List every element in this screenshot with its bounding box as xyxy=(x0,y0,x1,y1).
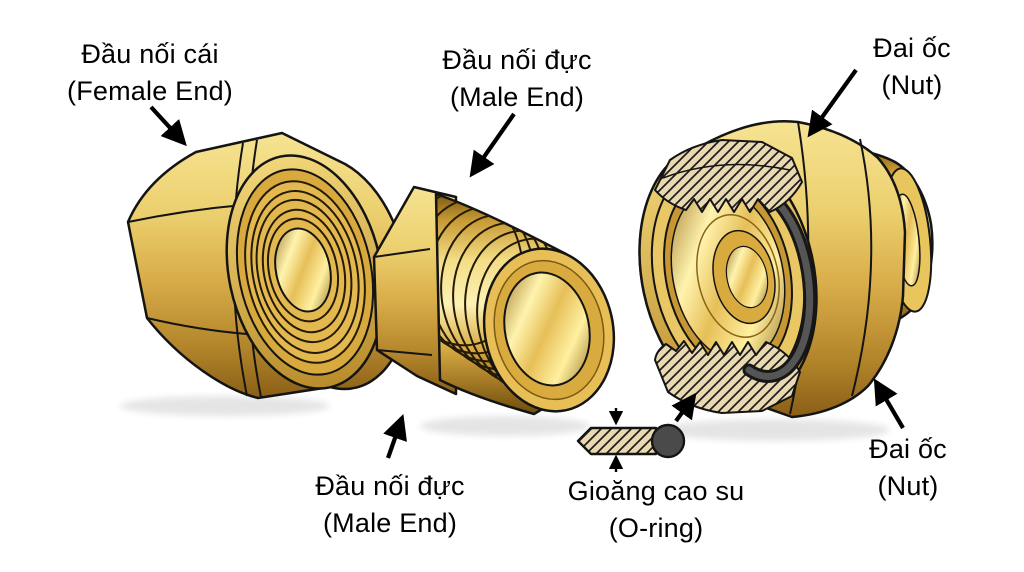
label-male-end-top: Đầu nối đực (Male End) xyxy=(442,42,591,116)
oring-cross-section-detail xyxy=(576,408,686,472)
female-end-arrow xyxy=(149,105,187,147)
label-female-end: Đầu nối cái (Female End) xyxy=(67,36,233,110)
label-nut-top: Đai ốc (Nut) xyxy=(873,30,951,104)
label-nut-top-vi: Đai ốc xyxy=(873,33,951,63)
nut-top-arrow xyxy=(807,68,858,138)
oring-section-circle xyxy=(650,423,686,459)
label-nut-top-en: (Nut) xyxy=(881,70,943,100)
nut-bottom-arrow xyxy=(873,378,905,430)
label-male-end-top-vi: Đầu nối đực xyxy=(442,45,592,75)
label-female-end-vi: Đầu nối cái xyxy=(81,39,219,69)
label-female-end-en: (Female End) xyxy=(67,76,233,106)
male-end-fitting xyxy=(372,185,616,416)
label-oring: Gioăng cao su (O-ring) xyxy=(568,473,745,547)
male-open-end xyxy=(482,247,616,413)
female-end-fitting xyxy=(126,131,410,400)
label-male-end-bottom-vi: Đầu nối đực xyxy=(315,471,465,501)
oring-arrow xyxy=(671,392,697,423)
label-oring-vi: Gioăng cao su xyxy=(567,476,745,506)
label-male-end-bottom: Đầu nối đực (Male End) xyxy=(315,468,464,542)
male-end-bottom-arrow xyxy=(383,414,407,459)
label-male-end-top-en: (Male End) xyxy=(449,82,585,112)
label-nut-bottom: Đai ốc (Nut) xyxy=(869,431,947,505)
part-shadows xyxy=(120,396,890,441)
callout-arrows xyxy=(149,68,905,459)
label-nut-bottom-en: (Nut) xyxy=(877,471,939,501)
nut-cutaway-assembly xyxy=(638,120,934,419)
label-male-end-bottom-en: (Male End) xyxy=(322,508,458,538)
label-oring-en: (O-ring) xyxy=(608,513,704,543)
label-nut-bottom-vi: Đai ốc xyxy=(869,434,947,464)
nut-cutaway-section-top xyxy=(654,139,803,213)
male-end-top-arrow xyxy=(469,112,516,178)
